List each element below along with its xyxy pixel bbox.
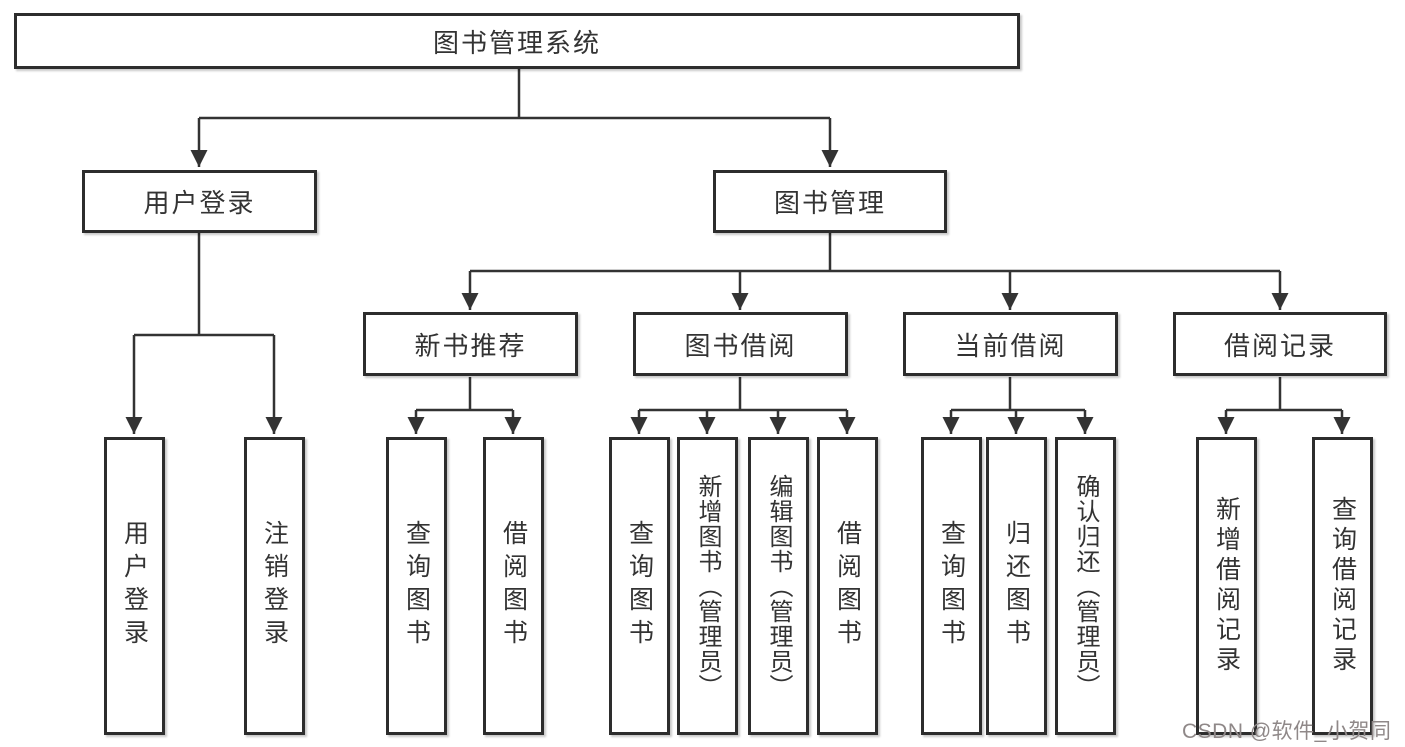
leaf-record-add-record: 新增借阅记录 — [1196, 437, 1257, 735]
leaf-current-confirm-return-admin: 确认归还（管理员） — [1055, 437, 1116, 735]
leaf-newbook-borrow-book: 借阅图书 — [483, 437, 544, 735]
node-new-book-recommend: 新书推荐 — [363, 312, 578, 376]
leaf-current-query-book: 查询图书 — [921, 437, 982, 735]
csdn-watermark: CSDN @软件_小贺同学 — [1182, 720, 1392, 743]
leaf-borrow-edit-book-admin: 编辑图书（管理员） — [748, 437, 809, 735]
node-current-borrow: 当前借阅 — [903, 312, 1118, 376]
node-user-login: 用户登录 — [82, 170, 317, 233]
node-book-management: 图书管理 — [713, 170, 947, 233]
leaf-logout: 注销登录 — [244, 437, 305, 735]
leaf-current-return-book: 归还图书 — [986, 437, 1047, 735]
node-borrow-records: 借阅记录 — [1173, 312, 1387, 376]
tree-branch-lines — [134, 69, 1342, 412]
tree-arrow-lines — [125, 118, 1351, 434]
leaf-record-query-record: 查询借阅记录 — [1312, 437, 1373, 735]
leaf-borrow-borrow-book: 借阅图书 — [817, 437, 878, 735]
leaf-user-login: 用户登录 — [104, 437, 165, 735]
leaf-borrow-query-book: 查询图书 — [609, 437, 670, 735]
node-book-borrow: 图书借阅 — [633, 312, 848, 376]
leaf-newbook-query-book: 查询图书 — [386, 437, 447, 735]
leaf-borrow-add-book-admin: 新增图书（管理员） — [677, 437, 738, 735]
node-library-system: 图书管理系统 — [14, 13, 1020, 69]
